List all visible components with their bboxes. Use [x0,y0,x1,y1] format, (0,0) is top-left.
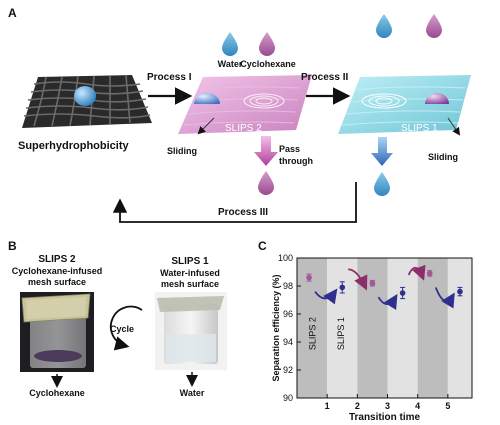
slips2-label: SLIPS 2 [225,123,262,134]
y-tick-label: 98 [283,281,293,291]
process-3-label: Process III [218,207,268,218]
cycle-arrow-icon [109,305,143,351]
cycle-label: Cycle [110,324,134,334]
sliding-left-label: Sliding [167,146,197,156]
data-point [426,270,433,277]
chart-frame [296,257,473,399]
pass-label: Pass [279,144,300,154]
x-tick-label: 4 [415,401,420,411]
band-label-slips2: SLIPS 2 [308,317,318,350]
x-tick-label: 1 [325,401,330,411]
slips2-surface [178,75,312,134]
b-slips2-title: SLIPS 2 [38,254,76,265]
water-drop-icon [222,32,238,56]
through-label: through [279,156,313,166]
sliding-right-arrow [447,117,461,136]
transition-arrow-purple [407,264,426,281]
y-axis-label: Separation efficiency (%) [271,274,281,381]
cyclohexane-label: Cyclohexane [240,59,296,69]
band-label-slips1: SLIPS 1 [336,317,346,350]
data-point [306,274,312,281]
b-slips1-line2: mesh surface [161,279,219,289]
chart-band [297,258,328,398]
slips1-label: SLIPS 1 [401,123,438,134]
transition-arrow-purple [348,268,368,291]
transition-arrow-navy [377,293,398,310]
sliding-right-label: Sliding [428,152,458,162]
b-out-cyclohexane: Cyclohexane [29,388,85,398]
x-tick-label: 2 [355,401,360,411]
superhydrophobicity-label: Superhydrophobicity [18,140,130,152]
slips2-photo [20,292,94,372]
water-drop-bottom-icon [374,172,390,196]
panel-b-label: B [8,239,17,253]
x-tick-label: 5 [445,401,450,411]
data-point [457,288,463,295]
water-drop-icon-right [376,14,392,38]
water-down-arrow [371,137,393,166]
y-tick-label: 94 [283,337,293,347]
chart-band [447,258,472,398]
pass-through-arrow [254,136,278,166]
data-point [369,280,376,287]
process-2-label: Process II [301,72,348,83]
y-tick-label: 100 [278,253,293,263]
y-tick-label: 92 [283,365,293,375]
x-axis-label: Transition time [349,412,421,423]
y-tick-label: 96 [283,309,293,319]
b-slips2-line2: mesh surface [28,277,86,287]
data-point [339,284,346,291]
panel-a-label: A [8,6,17,20]
sliding-left-arrow [197,117,215,135]
b-out-water: Water [180,388,205,398]
process-1-label: Process I [147,72,192,83]
data-point [399,290,406,296]
chart-band [417,258,448,398]
water-label: Water [218,59,243,69]
transition-arrow-navy [434,287,455,309]
chart-band [387,258,418,398]
slips1-surface [338,75,471,134]
x-tick-label: 3 [385,401,390,411]
process-3-arrow [112,182,357,223]
cyclohexane-drop-bottom-icon [258,171,274,195]
b-slips2-line1: Cyclohexane-infused [12,266,103,276]
b-slips1-title: SLIPS 1 [171,256,209,267]
y-tick-label: 90 [283,393,293,403]
slips1-photo [155,292,227,370]
cyclohexane-drop-icon-right [426,14,442,38]
cyclohexane-drop-icon [259,32,275,56]
b-slips1-line1: Water-infused [160,268,220,278]
superhydrophobic-mesh [22,74,152,128]
panel-c-label: C [258,239,267,253]
transition-arrow-navy [314,288,338,305]
